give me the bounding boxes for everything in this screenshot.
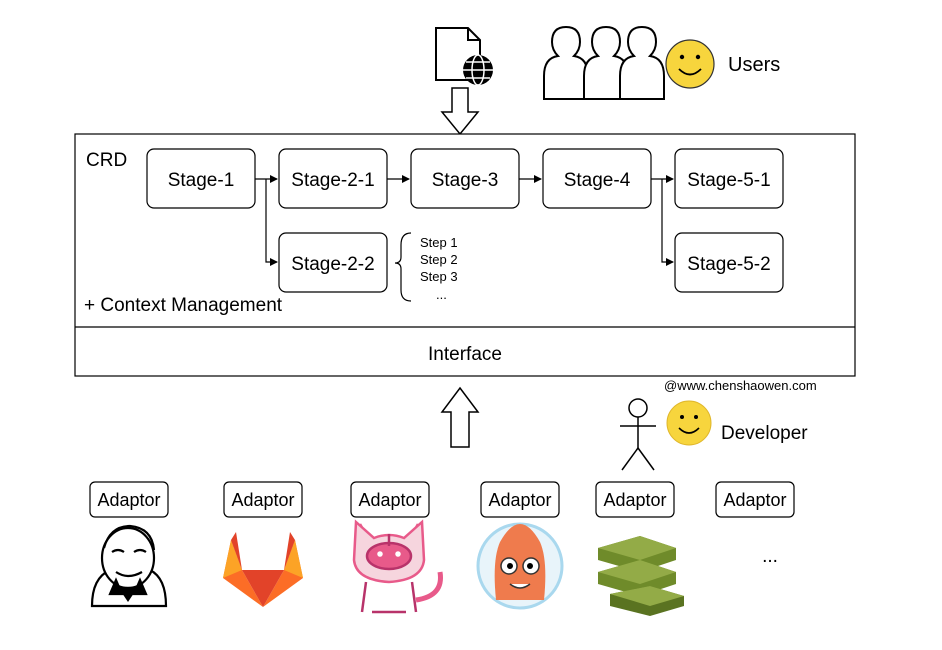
aws-codepipeline-logo-icon: [598, 536, 684, 616]
adaptor-label: Adaptor: [97, 490, 160, 510]
context-management-label: + Context Management: [84, 295, 283, 316]
crd-label: CRD: [86, 150, 127, 171]
adaptor-box: Adaptor: [480, 481, 560, 518]
argo-logo-icon: [476, 522, 564, 610]
adaptor-box: Adaptor: [350, 481, 430, 518]
stage-1-label: Stage-1: [168, 170, 235, 191]
developer-smiley-icon: [666, 400, 712, 446]
stage-box-5-1: Stage-5-1: [674, 148, 784, 209]
adaptor-label: Adaptor: [231, 490, 294, 510]
adaptor-box: Adaptor: [715, 481, 795, 518]
stage-box-2-2: Stage-2-2: [278, 232, 388, 293]
adaptor-box: Adaptor: [223, 481, 303, 518]
watermark-text: @www.chenshaowen.com: [664, 378, 817, 393]
users-label: Users: [728, 54, 780, 76]
adaptor-label: Adaptor: [603, 490, 666, 510]
stage-box-2-1: Stage-2-1: [278, 148, 388, 209]
step-1-label: Step 1: [420, 235, 458, 250]
stage-3-label: Stage-3: [432, 170, 499, 191]
up-arrow-icon: [440, 386, 480, 448]
jenkins-logo-icon: [90, 524, 168, 608]
stage-connectors: [255, 175, 674, 266]
stage-box-4: Stage-4: [542, 148, 652, 209]
tekton-cat-logo-icon: [352, 519, 443, 614]
stage-2-2-label: Stage-2-2: [291, 254, 374, 275]
stage-box-5-2: Stage-5-2: [674, 232, 784, 293]
users-smiley-icon: [665, 39, 715, 89]
gitlab-logo-icon: [223, 532, 303, 607]
stage-5-2-label: Stage-5-2: [687, 254, 770, 275]
developer-stick-figure-icon: [620, 398, 656, 471]
adaptor-box: Adaptor: [595, 481, 675, 518]
step-more-label: ...: [436, 287, 447, 302]
adaptor-box: Adaptor: [89, 481, 169, 518]
developer-label: Developer: [721, 423, 808, 444]
step-2-label: Step 2: [420, 252, 458, 267]
more-adaptors-ellipsis: ...: [762, 546, 778, 567]
down-arrow-icon: [440, 87, 480, 136]
stage-4-label: Stage-4: [564, 170, 631, 191]
step-3-label: Step 3: [420, 269, 458, 284]
adaptor-label: Adaptor: [358, 490, 421, 510]
adaptor-label: Adaptor: [723, 490, 786, 510]
stage-5-1-label: Stage-5-1: [687, 170, 770, 191]
stage-2-1-label: Stage-2-1: [291, 170, 374, 191]
steps-brace: [394, 232, 412, 302]
interface-label: Interface: [428, 344, 502, 365]
web-document-icon: [435, 27, 493, 86]
stage-box-1: Stage-1: [146, 148, 256, 209]
users-group-icon: [543, 25, 665, 100]
adaptor-label: Adaptor: [488, 490, 551, 510]
stage-box-3: Stage-3: [410, 148, 520, 209]
